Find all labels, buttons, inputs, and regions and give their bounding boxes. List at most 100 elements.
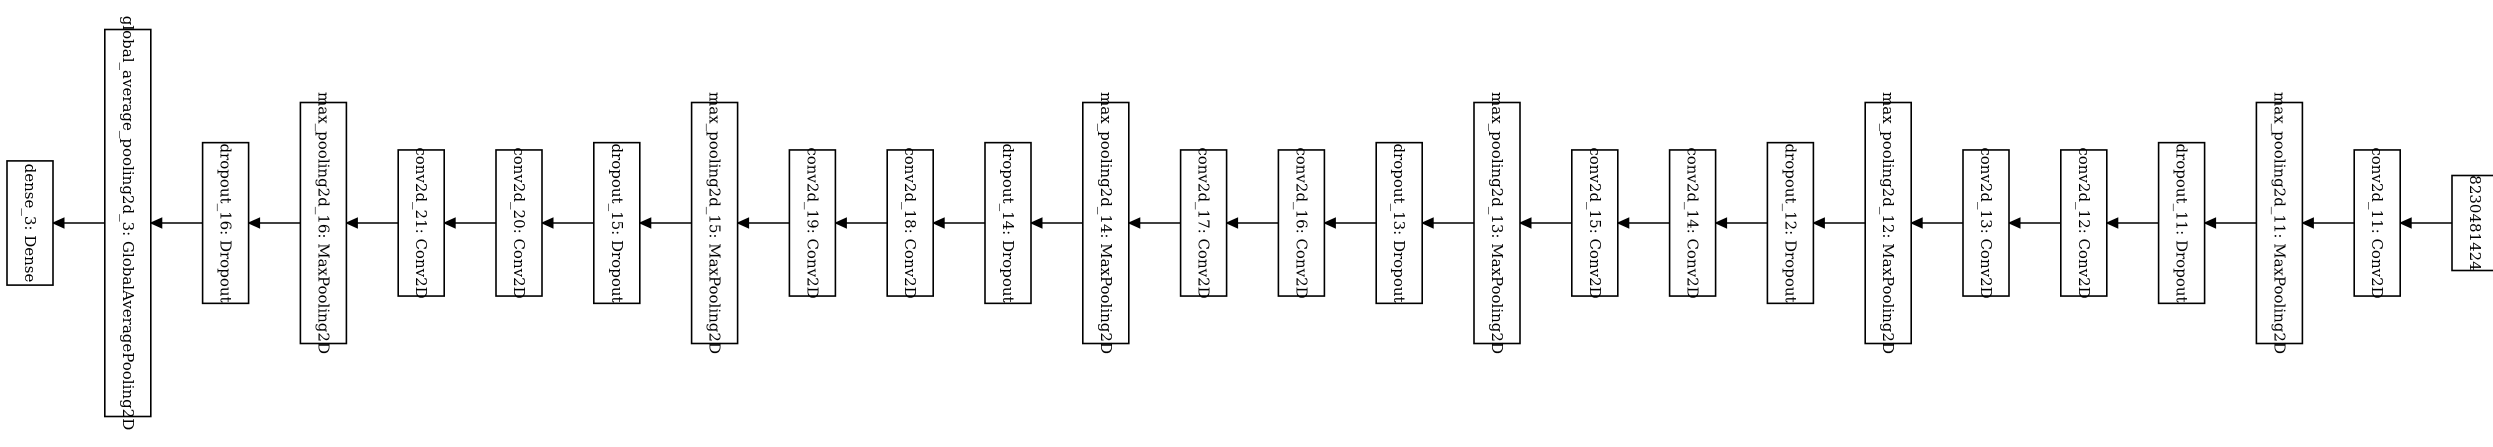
edge-arrow xyxy=(1714,217,1768,229)
edge-arrow xyxy=(2105,217,2159,229)
arrowhead-icon xyxy=(1420,217,1434,229)
edge-arrow xyxy=(2007,217,2061,229)
arrowhead-icon xyxy=(1225,217,1239,229)
layer-node-label: global_average_pooling2d_3: GlobalAverag… xyxy=(119,16,137,431)
edge-arrow xyxy=(247,217,301,229)
edge-arrow xyxy=(1127,217,1181,229)
edge-arrow xyxy=(1323,217,1377,229)
arrowhead-icon xyxy=(1518,217,1532,229)
layer-node-label: max_pooling2d_15: MaxPooling2D xyxy=(706,92,724,354)
edge-arrow xyxy=(931,217,985,229)
layer-node: dropout_16: Dropout xyxy=(201,141,250,305)
nodes-layer: dense_3: Dense global_average_pooling2d_3… xyxy=(6,16,2493,431)
layer-node-box xyxy=(2451,174,2493,272)
layer-node-label: conv2d_16: Conv2D xyxy=(1292,147,1310,298)
arrowhead-icon xyxy=(345,217,358,229)
layer-node: max_pooling2d_16: MaxPooling2D xyxy=(299,92,348,354)
layer-node-label: conv2d_11: Conv2D xyxy=(2368,147,2386,298)
layer-node: max_pooling2d_15: MaxPooling2D xyxy=(690,92,739,354)
edge-arrow xyxy=(834,217,888,229)
layer-node-box xyxy=(104,28,152,418)
layer-node: global_average_pooling2d_3: GlobalAverag… xyxy=(104,16,152,431)
layer-node-box xyxy=(397,149,446,297)
edge-arrow xyxy=(149,217,203,229)
layer-node: dropout_12: Dropout xyxy=(1766,141,1815,305)
layer-node-box xyxy=(690,101,739,345)
layer-node: max_pooling2d_11: MaxPooling2D xyxy=(2255,92,2304,354)
arrowhead-icon xyxy=(51,217,65,229)
layer-node-box xyxy=(1277,149,1326,297)
arrowhead-icon xyxy=(1714,217,1728,229)
layer-node-box xyxy=(299,101,348,345)
layer-node-label: max_pooling2d_14: MaxPooling2D xyxy=(1097,92,1115,354)
layer-node-box xyxy=(1668,149,1717,297)
layer-node-label: dropout_13: Dropout xyxy=(1390,143,1408,302)
arrowhead-icon xyxy=(2301,217,2314,229)
layer-node-label: 8230481424 xyxy=(2466,175,2484,270)
layer-node: dropout_13: Dropout xyxy=(1375,141,1423,305)
layer-node-label: dropout_16: Dropout xyxy=(217,143,235,302)
arrowhead-icon xyxy=(1127,217,1141,229)
edge-arrow xyxy=(2301,217,2355,229)
arrowhead-icon xyxy=(149,217,163,229)
arrowhead-icon xyxy=(2105,217,2119,229)
edge-arrow xyxy=(1909,217,1963,229)
layer-node-label: conv2d_18: Conv2D xyxy=(901,147,919,298)
layer-node: conv2d_16: Conv2D xyxy=(1277,147,1326,299)
arrowhead-icon xyxy=(736,217,750,229)
layer-node-box xyxy=(1962,149,2010,297)
arrowhead-icon xyxy=(2007,217,2021,229)
layer-node-box xyxy=(1864,101,1912,345)
layer-node: conv2d_13: Conv2D xyxy=(1962,147,2010,299)
layer-node: max_pooling2d_14: MaxPooling2D xyxy=(1082,92,1130,354)
arrowhead-icon xyxy=(1029,217,1043,229)
layer-node-box xyxy=(1082,101,1130,345)
layer-node: conv2d_11: Conv2D xyxy=(2353,147,2401,299)
edge-arrow xyxy=(442,217,496,229)
layer-node: conv2d_15: Conv2D xyxy=(1571,147,1619,299)
layer-node: dense_3: Dense xyxy=(6,160,54,286)
edge-arrow xyxy=(2398,217,2452,229)
layer-node-box xyxy=(1766,141,1815,305)
arrowhead-icon xyxy=(2398,217,2412,229)
layer-node-label: conv2d_19: Conv2D xyxy=(803,147,821,298)
layer-node: conv2d_18: Conv2D xyxy=(886,147,935,299)
edge-arrow xyxy=(1616,217,1670,229)
layer-node-box xyxy=(1375,141,1423,305)
layer-node-label: conv2d_17: Conv2D xyxy=(1195,147,1213,298)
layer-node-label: dense_3: Dense xyxy=(21,164,39,283)
layer-node-label: max_pooling2d_11: MaxPooling2D xyxy=(2270,92,2288,354)
layer-node: conv2d_19: Conv2D xyxy=(788,147,837,299)
layer-node-label: max_pooling2d_12: MaxPooling2D xyxy=(1879,92,1897,354)
arrowhead-icon xyxy=(638,217,652,229)
layer-node-box xyxy=(2255,101,2304,345)
layer-node-box xyxy=(201,141,250,305)
edge-arrow xyxy=(1518,217,1572,229)
layer-node: max_pooling2d_13: MaxPooling2D xyxy=(1473,92,1521,354)
layer-node-box xyxy=(984,141,1032,305)
layer-node-box xyxy=(6,160,54,286)
layer-node: conv2d_14: Conv2D xyxy=(1668,147,1717,299)
arrowhead-icon xyxy=(1909,217,1923,229)
layer-node-label: max_pooling2d_13: MaxPooling2D xyxy=(1488,92,1506,354)
layer-node-label: conv2d_14: Conv2D xyxy=(1684,147,1702,298)
layer-node-label: conv2d_12: Conv2D xyxy=(2075,147,2093,298)
layer-node: 8230481424 xyxy=(2451,174,2493,272)
layer-node-box xyxy=(886,149,935,297)
arrowhead-icon xyxy=(931,217,945,229)
edge-arrow xyxy=(2203,217,2257,229)
edge-arrow xyxy=(1420,217,1474,229)
layer-node-box xyxy=(1571,149,1619,297)
edge-arrow xyxy=(736,217,790,229)
layer-node-label: max_pooling2d_16: MaxPooling2D xyxy=(314,92,332,354)
layer-node-label: conv2d_20: Conv2D xyxy=(510,147,528,298)
edge-arrow xyxy=(51,217,105,229)
layer-node-box xyxy=(1473,101,1521,345)
edge-arrow xyxy=(540,217,594,229)
layer-node: dropout_14: Dropout xyxy=(984,141,1032,305)
arrowhead-icon xyxy=(1323,217,1336,229)
layer-node-box xyxy=(592,141,641,305)
layer-node-box xyxy=(495,149,543,297)
layer-node-label: dropout_11: Dropout xyxy=(2173,143,2191,302)
